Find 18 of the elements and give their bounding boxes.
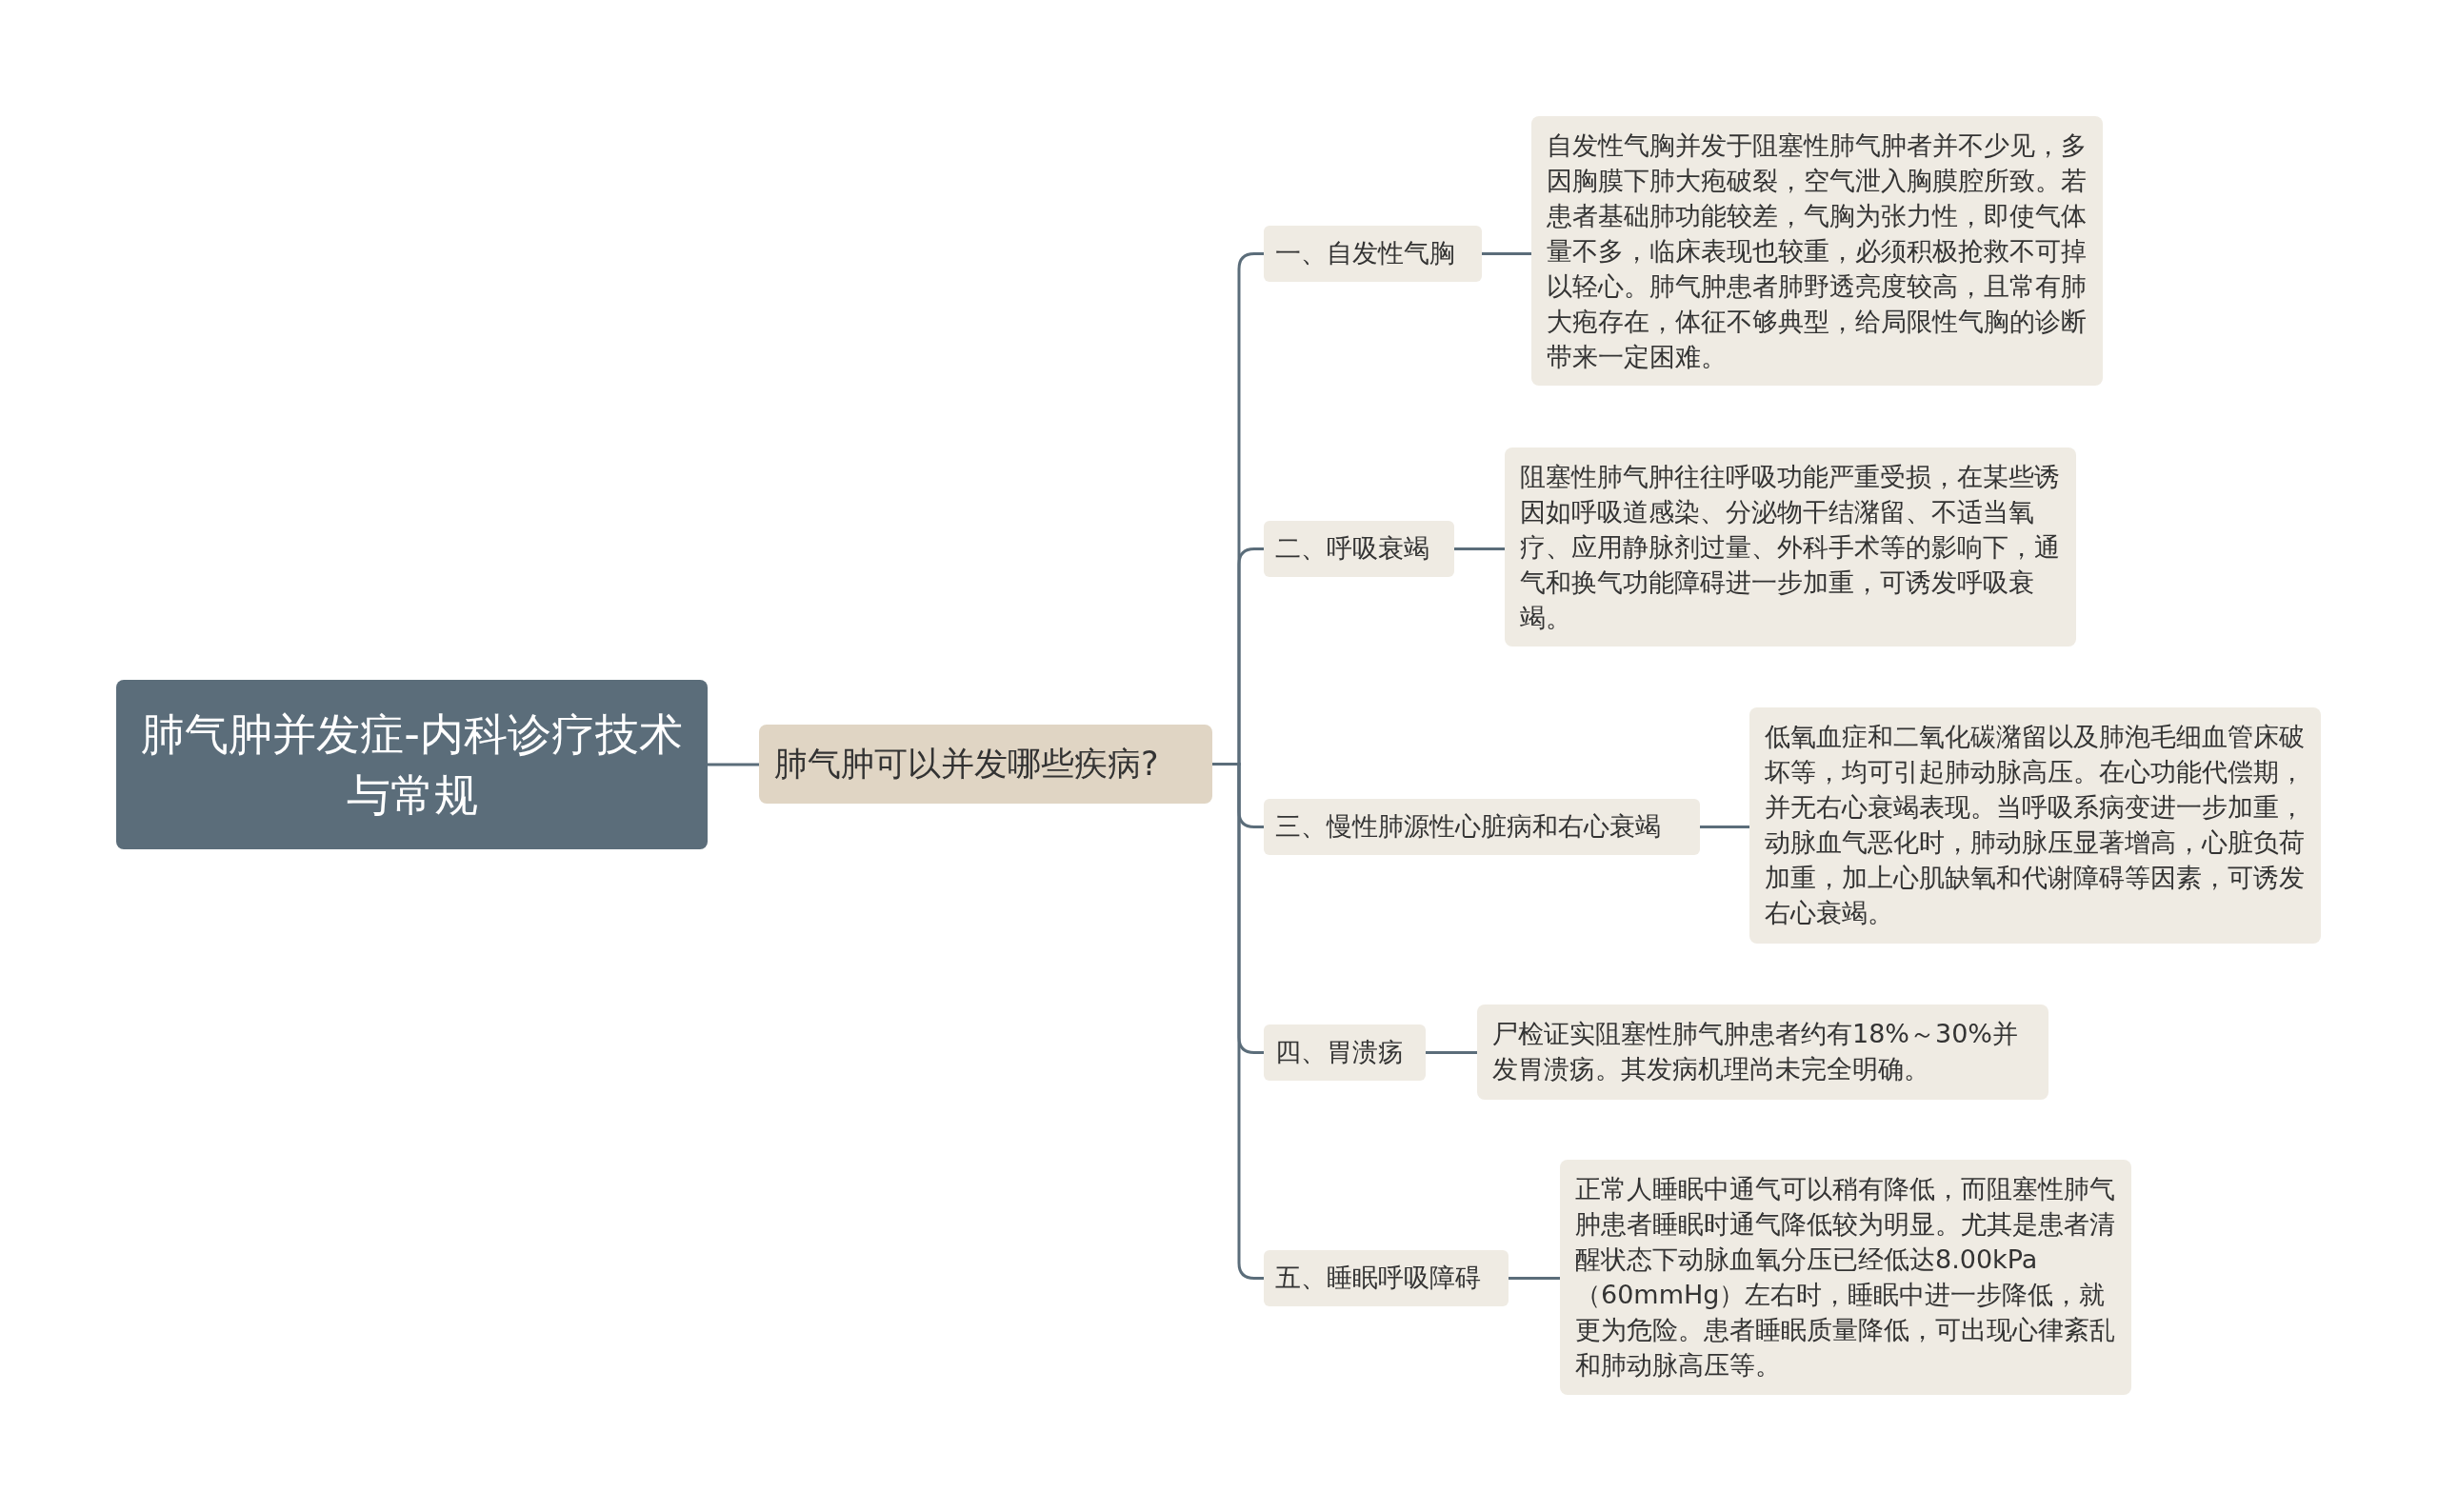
root-topic-box: 肺气肿并发症-内科诊疗技术与常规: [116, 680, 708, 849]
detail-card: 正常人睡眠中通气可以稍有降低，而阻塞性肺气肿患者睡眠时通气降低较为明显。尤其是患者清醒状态下动脉血氧分压已经低达8.00kPa（60mmHg）左右时，睡眠中进一步降低，就更为危险。患者睡眠质量降低，可出现心律紊乱和肺动脉高压等。: [1560, 1160, 2131, 1395]
connector-line: [1700, 826, 1749, 828]
subtopic-box: 五、睡眠呼吸障碍: [1264, 1250, 1509, 1306]
subtopic-box: 四、胃溃疡: [1264, 1025, 1426, 1081]
subtopic-box: 三、慢性肺源性心脏病和右心衰竭: [1264, 799, 1700, 855]
detail-card: 尸检证实阻塞性肺气肿患者约有18%～30%并发胃溃疡。其发病机理尚未完全明确。: [1477, 1005, 2048, 1100]
connector-line: [1426, 1051, 1477, 1054]
connector-line: [708, 763, 759, 766]
subtopic-box: 二、呼吸衰竭: [1264, 521, 1454, 577]
detail-card: 自发性气胸并发于阻塞性肺气肿者并不少见，多因胸膜下肺大疱破裂，空气泄入胸膜腔所致。若患者基础肺功能较差，气胸为张力性，即使气体量不多，临床表现也较重，必须积极抢救不可掉以轻心。肺气肿患者肺野透亮度较高，且常有肺大疱存在，体征不够典型，给局限性气胸的诊断带来一定困难。: [1531, 116, 2103, 386]
subtopic-box: 一、自发性气胸: [1264, 226, 1482, 282]
connector-line: [1482, 252, 1531, 255]
topic-box: 肺气肿可以并发哪些疾病?: [759, 725, 1212, 804]
connector-line: [1454, 547, 1505, 550]
detail-card: 低氧血症和二氧化碳潴留以及肺泡毛细血管床破坏等，均可引起肺动脉高压。在心功能代偿期，并无右心衰竭表现。当呼吸系病变进一步加重，动脉血气恶化时，肺动脉压显著增高，心脏负荷加重，加上心肌缺氧和代谢障碍等因素，可诱发右心衰竭。: [1749, 707, 2321, 944]
connector-line: [1509, 1277, 1560, 1280]
detail-card: 阻塞性肺气肿往往呼吸功能严重受损，在某些诱因如呼吸道感染、分泌物干结潴留、不适当氧疗、应用静脉剂过量、外科手术等的影响下，通气和换气功能障碍进一步加重，可诱发呼吸衰竭。: [1505, 448, 2076, 647]
